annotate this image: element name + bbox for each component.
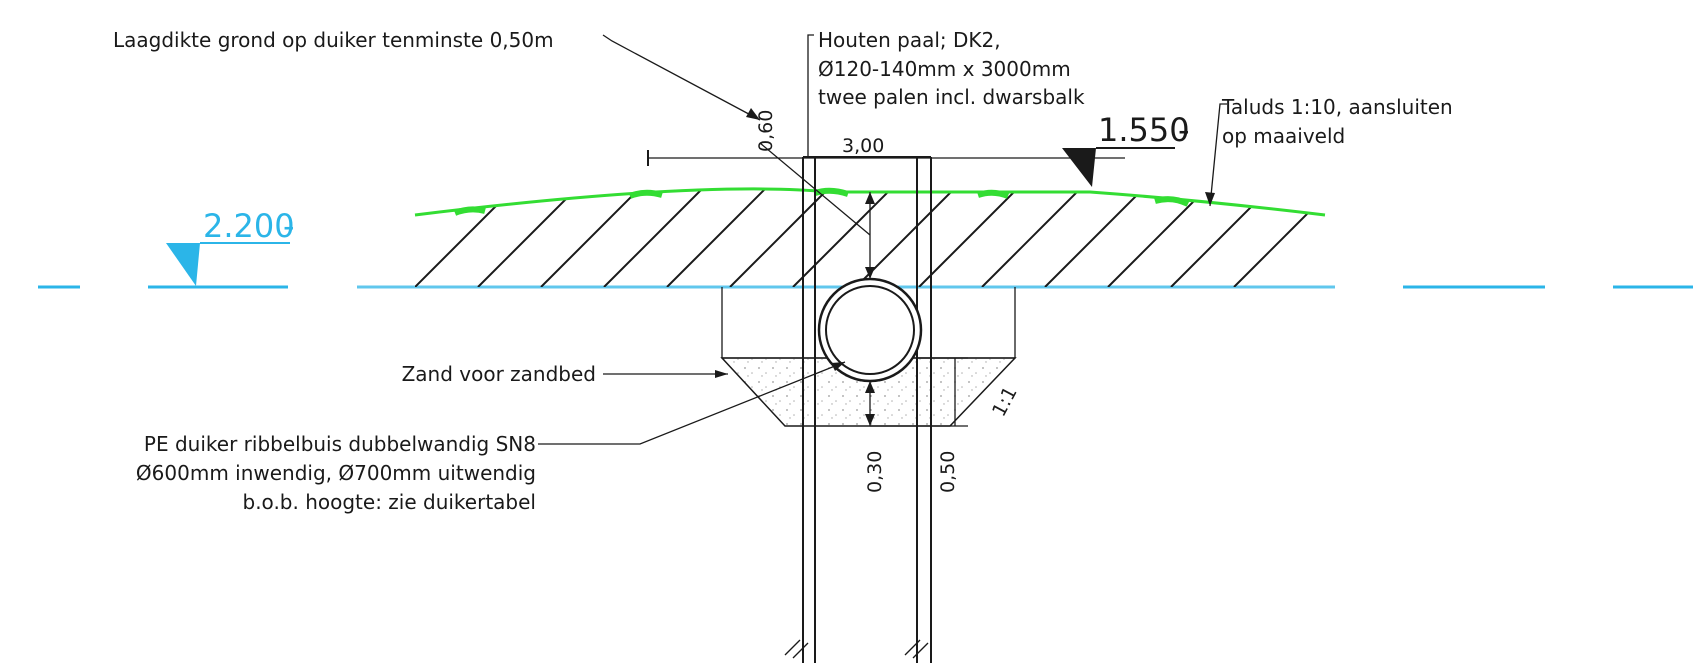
level-top-dash: - [1178, 111, 1190, 149]
label-cover-depth: Laagdikte grond op duiker tenminste 0,50… [113, 28, 554, 52]
level-top-value: 1.550 [1098, 111, 1190, 149]
label-sand: Zand voor zandbed [402, 362, 596, 386]
label-pipe-line1: PE duiker ribbelbuis dubbelwandig SN8 [144, 432, 536, 456]
label-pipe-line2: Ø600mm inwendig, Ø700mm uitwendig [136, 461, 536, 485]
level-marker-top [1062, 147, 1175, 187]
embankment-hatch [415, 188, 1325, 287]
level-water-value: 2.200 [203, 207, 295, 245]
label-slope-line1: Taluds 1:10, aansluiten [1221, 95, 1453, 119]
label-pile-line2: Ø120-140mm x 3000mm [818, 57, 1071, 81]
label-slope-line2: op maaiveld [1222, 124, 1345, 148]
label-pile-line3: twee palen incl. dwarsbalk [818, 85, 1085, 109]
dim-slope-ratio: 1:1 [988, 383, 1022, 420]
dimension-lines [647, 142, 1125, 427]
timber-piles [784, 156, 932, 663]
dim-below-pipe: 0,30 [864, 451, 886, 493]
label-pile-line1: Houten paal; DK2, [818, 28, 1001, 52]
leader-lines [538, 34, 1227, 445]
label-pipe-line3: b.o.b. hoogte: zie duikertabel [243, 490, 537, 514]
level-water-dash: - [283, 207, 295, 245]
dim-cover: 0,60 [755, 110, 777, 152]
dim-width: 3,00 [842, 135, 884, 157]
level-marker-water [166, 242, 290, 286]
dim-sand-depth: 0,50 [937, 451, 959, 493]
